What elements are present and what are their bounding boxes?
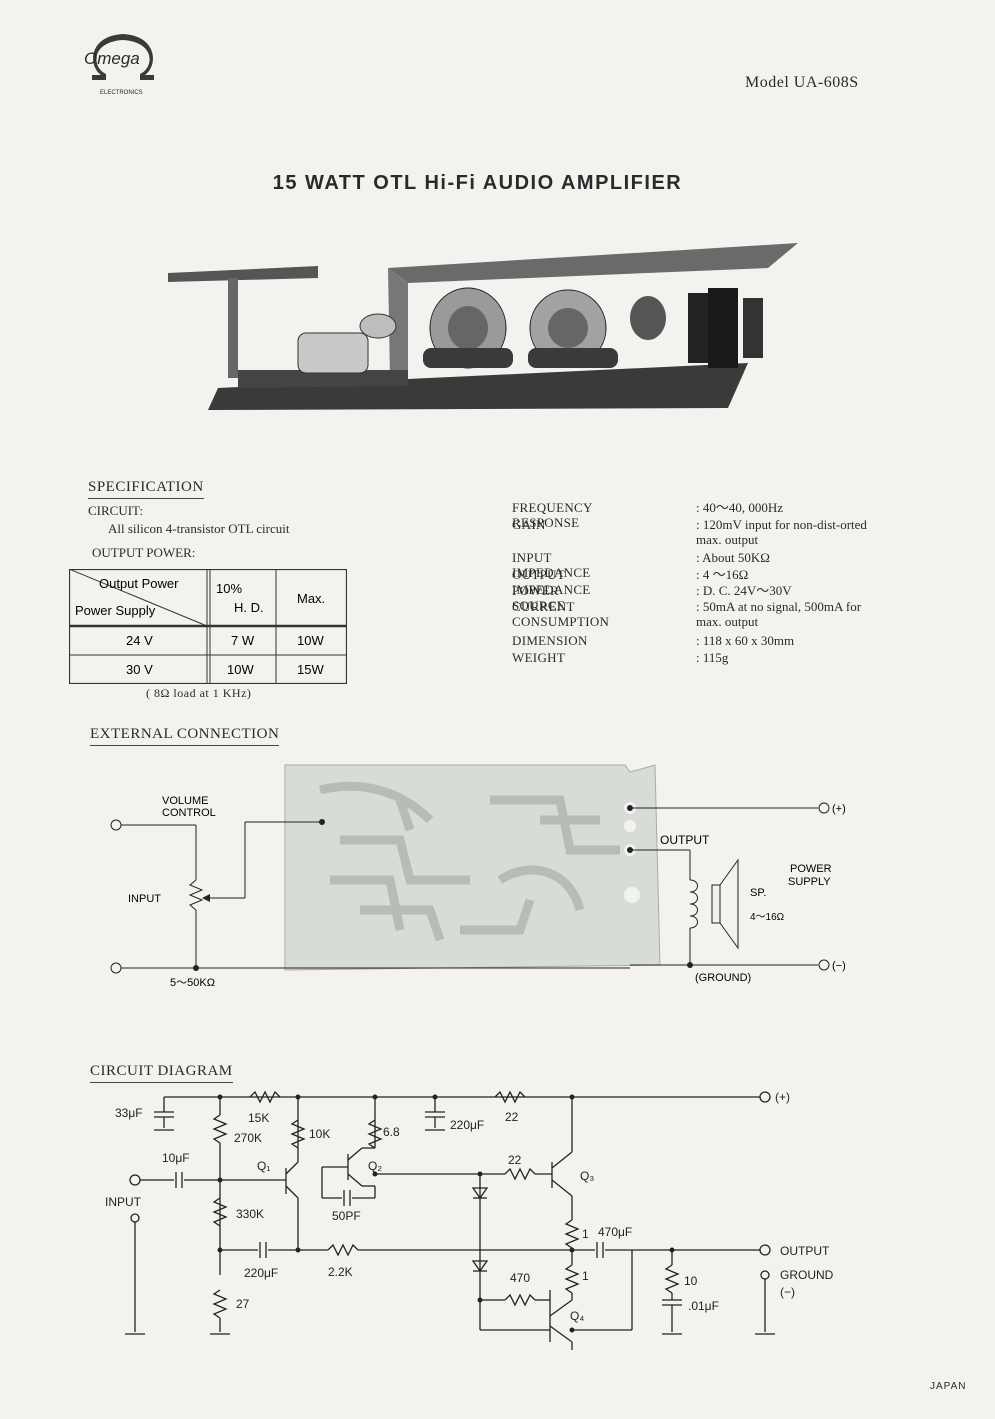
pot-value: 5～50KΩ [170, 977, 215, 989]
external-connection-heading: EXTERNAL CONNECTION [90, 726, 280, 746]
label-input: INPUT [105, 1195, 142, 1209]
speaker-label: SP. [750, 887, 766, 899]
spec-value: : 40～40, 000Hz [696, 500, 784, 515]
load-note: ( 8Ω load at 1 KHz) [146, 686, 252, 700]
spec-value: : 118 x 60 x 30mm [696, 633, 795, 648]
speaker-impedance: 4～16Ω [750, 912, 785, 923]
label-r1-bot: 1 [582, 1269, 589, 1283]
table-col2: Max. [297, 591, 325, 606]
spec-value: : 120mV input for non-dist-orted max. ou… [696, 517, 867, 547]
label-r22-mid: 22 [508, 1153, 522, 1167]
brand-subtitle: ELECTRONICS [100, 90, 143, 96]
label-r22-top: 22 [505, 1110, 519, 1124]
plus-terminal: (+) [832, 803, 846, 815]
spec-value: : 115g [696, 650, 729, 665]
model-number: Model UA-608S [745, 74, 859, 91]
output-power-label: OUTPUT POWER: [92, 545, 196, 560]
page-title: 15 WATT OTL Hi-Fi AUDIO AMPLIFIER [272, 172, 683, 194]
spec-value: : 50mA at no signal, 500mA for max. outp… [696, 599, 862, 629]
table-col1-top: 10% [216, 581, 242, 596]
label-c10: 10μF [162, 1151, 190, 1165]
origin-label: JAPAN [930, 1381, 967, 1392]
label-r1-top: 1 [582, 1227, 589, 1241]
table-corner-top: Output Power [99, 576, 179, 591]
label-r27: 27 [236, 1297, 250, 1311]
output-power-table: Output Power Power Supply 10% H. D. Max.… [69, 569, 347, 684]
spec-label: GAIN [512, 517, 546, 532]
label-c50pf: 50PF [332, 1209, 361, 1223]
spec-value: : 4 ～16Ω [696, 567, 749, 582]
label-r330k: 330K [236, 1207, 264, 1221]
label-q2: Q₂ [368, 1159, 382, 1173]
label-c01: .01μF [688, 1299, 719, 1313]
label-q3: Q₃ [580, 1169, 594, 1183]
power-supply-label-1: POWER [790, 863, 832, 875]
power-supply-label-2: SUPPLY [788, 876, 831, 888]
label-c220-top: 220μF [450, 1118, 484, 1132]
spec-label: DIMENSION [512, 633, 588, 648]
table-cell: 15W [297, 662, 324, 677]
label-r270k: 270K [234, 1131, 262, 1145]
label-r10: 10 [684, 1274, 698, 1288]
brand-name: Omega [84, 49, 140, 68]
label-c470: 470μF [598, 1225, 632, 1239]
label-plus: (+) [775, 1090, 790, 1104]
label-c220-bot: 220μF [244, 1266, 278, 1280]
label-ground: GROUND [780, 1268, 834, 1282]
table-col1-bottom: H. D. [234, 600, 264, 615]
label-c33: 33μF [115, 1106, 143, 1120]
label-r10k: 10K [309, 1127, 330, 1141]
spec-label: POWER SOURCE [512, 583, 566, 613]
table-cell: 24 V [126, 633, 153, 648]
spec-value: : D. C. 24V～30V [696, 583, 792, 598]
label-r15k: 15K [248, 1111, 269, 1125]
table-cell: 10W [297, 633, 324, 648]
label-r68: 6.8 [383, 1125, 400, 1139]
volume-label-2: CONTROL [162, 807, 216, 819]
minus-terminal: (−) [832, 960, 846, 972]
circuit-diagram: 33μF 15K 270K 10K 6.8 220μF 22 (+) 10μF … [105, 1090, 834, 1350]
omega-logo: Omega ELECTRONICS [84, 34, 154, 96]
spec-label: CURRENT CONSUMPTION [512, 599, 610, 629]
table-cell: 30 V [126, 662, 153, 677]
table-corner-bottom: Power Supply [75, 603, 156, 618]
circuit-diagram-heading: CIRCUIT DIAGRAM [90, 1063, 233, 1083]
spec-heading: SPECIFICATION [88, 479, 204, 499]
spec-label: FREQUENCY RESPONSE [512, 500, 593, 530]
circuit-label: CIRCUIT: [88, 503, 143, 518]
ground-label: (GROUND) [695, 972, 751, 984]
spec-label: OUTPUT IMPEDANCE [512, 567, 591, 597]
external-connection-diagram: VOLUME CONTROL INPUT 5～50KΩ OUTPUT POWER… [110, 764, 846, 989]
volume-label-1: VOLUME [162, 795, 208, 807]
label-q4: Q₄ [570, 1309, 584, 1323]
label-q1: Q₁ [257, 1159, 270, 1173]
label-ground-minus: (−) [780, 1285, 795, 1299]
table-cell: 10W [227, 662, 254, 677]
label-r22k: 2.2K [328, 1265, 353, 1279]
label-output: OUTPUT [780, 1244, 830, 1258]
label-r470: 470 [510, 1271, 530, 1285]
spec-value: : About 50KΩ [696, 550, 770, 565]
spec-label: INPUT IMPEDANCE [512, 550, 591, 580]
input-label: INPUT [128, 893, 161, 905]
table-cell: 7 W [231, 633, 255, 648]
circuit-text: All silicon 4-transistor OTL circuit [108, 521, 290, 536]
spec-label: WEIGHT [512, 650, 566, 665]
product-photo [168, 243, 798, 410]
output-label: OUTPUT [660, 833, 710, 847]
